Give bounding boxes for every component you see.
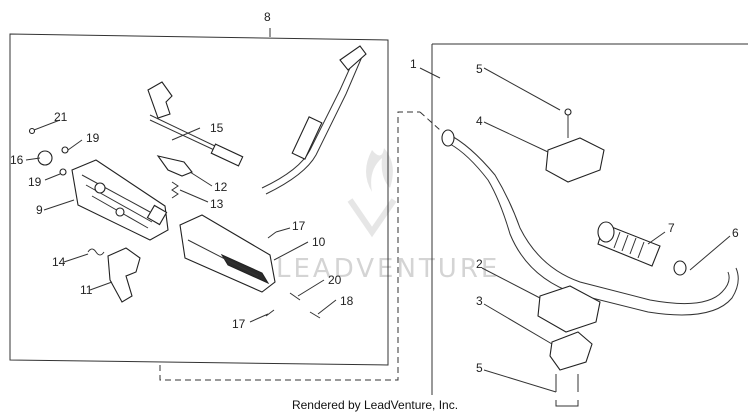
footer-credit: Rendered by LeadVenture, Inc. [291, 398, 459, 412]
callout-17-bottom: 17 [232, 317, 246, 331]
callout-12: 12 [214, 180, 228, 194]
plug-16 [37, 150, 53, 166]
handle-grip [597, 221, 661, 267]
spring [87, 248, 105, 256]
lockout-lever [156, 155, 193, 177]
callout-21: 21 [54, 110, 68, 124]
callout-15: 15 [210, 121, 224, 135]
dashed-leader [159, 111, 420, 381]
handle-housing-left [71, 159, 169, 241]
handlebar-tube [441, 129, 739, 316]
callout-3: 3 [476, 294, 483, 308]
throttle-cable [147, 45, 367, 195]
callout-19-bottom: 19 [28, 175, 42, 189]
clamp-lower [537, 285, 601, 333]
callout-2: 2 [476, 257, 483, 271]
lever-spring [171, 181, 179, 199]
callout-5-bottom: 5 [476, 361, 483, 375]
callout-18: 18 [340, 294, 354, 308]
handle-housing-right [179, 214, 276, 293]
callout-1: 1 [410, 57, 417, 71]
callout-7: 7 [668, 221, 675, 235]
clamp-upper [545, 108, 605, 183]
callout-11: 11 [80, 283, 93, 297]
watermark-logo [347, 148, 397, 238]
screw-17b [265, 309, 275, 317]
callout-13: 13 [210, 197, 224, 211]
screw-18 [309, 311, 321, 319]
callout-6: 6 [732, 226, 739, 240]
callout-10: 10 [312, 235, 326, 249]
callout-5-top: 5 [476, 62, 483, 76]
watermark-text: LEADVENTURE [276, 254, 500, 284]
callout-8: 8 [264, 10, 271, 24]
callout-16: 16 [10, 153, 24, 167]
screw-17a [267, 231, 277, 239]
callout-14: 14 [52, 255, 66, 269]
nut-19b [59, 168, 67, 176]
callout-19-top: 19 [86, 131, 100, 145]
assembly-frame [9, 33, 389, 366]
nut-19a [61, 146, 69, 154]
callout-9: 9 [36, 203, 43, 217]
bracket-lower [549, 331, 593, 371]
leader-lines [25, 67, 731, 393]
nut-21 [28, 127, 36, 135]
screw-20 [289, 292, 301, 301]
callout-17-top: 17 [292, 219, 306, 233]
throttle-trigger [107, 247, 141, 303]
callout-20: 20 [328, 273, 342, 287]
callout-4: 4 [476, 114, 483, 128]
